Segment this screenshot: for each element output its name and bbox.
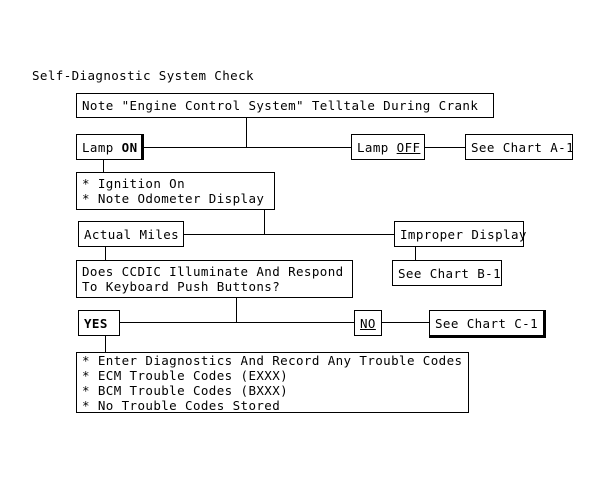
node-diagnostics-line4: * No Trouble Codes Stored — [82, 397, 281, 413]
node-see-chart-b1-label: See Chart B-1 — [398, 265, 502, 281]
node-note-telltale-label: Note "Engine Control System" Telltale Du… — [82, 98, 479, 113]
node-ccdic-question: Does CCDIC Illuminate And Respond To Key… — [76, 260, 353, 298]
node-ignition-odometer: * Ignition On * Note Odometer Display — [76, 172, 275, 210]
connector-yes-to-no — [119, 322, 355, 324]
node-diagnostics-line2: * ECM Trouble Codes (EXXX) — [82, 367, 289, 383]
node-ignition-odometer-line2: * Note Odometer Display — [82, 191, 265, 206]
node-see-chart-b1: See Chart B-1 — [392, 260, 502, 286]
node-actual-miles: Actual Miles — [78, 221, 184, 247]
node-see-chart-a1-label: See Chart A-1 — [471, 139, 575, 155]
node-improper-display: Improper Display — [394, 221, 527, 247]
connector-improper-to-chart-b1 — [415, 247, 417, 261]
connector-ccdic-to-yesnobar — [236, 298, 238, 323]
node-lamp-off: Lamp OFF — [351, 134, 425, 160]
node-lamp-on-label: Lamp ON — [82, 139, 138, 155]
node-lamp-off-label: Lamp OFF — [357, 139, 421, 155]
node-note-telltale: Note "Engine Control System" Telltale Du… — [76, 93, 494, 118]
node-actual-miles-label: Actual Miles — [84, 226, 180, 242]
node-diagnostics: * Enter Diagnostics And Record Any Troub… — [76, 352, 469, 413]
node-improper-display-label: Improper Display — [400, 226, 527, 242]
node-yes-label: YES — [84, 315, 108, 331]
node-diagnostics-line3: * BCM Trouble Codes (BXXX) — [82, 382, 289, 398]
node-see-chart-c1: See Chart C-1 — [429, 310, 544, 336]
node-ccdic-question-line1: Does CCDIC Illuminate And Respond — [82, 264, 344, 279]
node-see-chart-a1: See Chart A-1 — [465, 134, 575, 160]
connector-ignition-to-milesbar — [264, 210, 266, 235]
connector-no-to-chart-c1 — [381, 322, 430, 324]
node-ignition-odometer-line1: * Ignition On — [82, 176, 186, 191]
node-ccdic-question-line2: To Keyboard Push Buttons? — [82, 279, 281, 294]
connector-lamp-on-to-lamp-off — [141, 147, 352, 149]
connector-lamp-off-to-chart-a1 — [424, 147, 466, 149]
page-title: Self-Diagnostic System Check — [32, 68, 254, 83]
connector-lamp-on-to-ignition — [103, 159, 105, 173]
node-lamp-on: Lamp ON — [76, 134, 142, 160]
node-see-chart-c1-label: See Chart C-1 — [435, 315, 539, 331]
connector-actual-miles-to-improper-display — [184, 234, 395, 236]
connector-actual-miles-to-ccdic — [105, 247, 107, 261]
connector-note-to-lampbar — [246, 118, 248, 148]
connector-yes-to-diagnostics — [105, 336, 107, 353]
node-no-label: NO — [360, 315, 376, 331]
node-yes: YES — [78, 310, 120, 336]
node-no: NO — [354, 310, 382, 336]
node-diagnostics-line1: * Enter Diagnostics And Record Any Troub… — [82, 352, 463, 368]
